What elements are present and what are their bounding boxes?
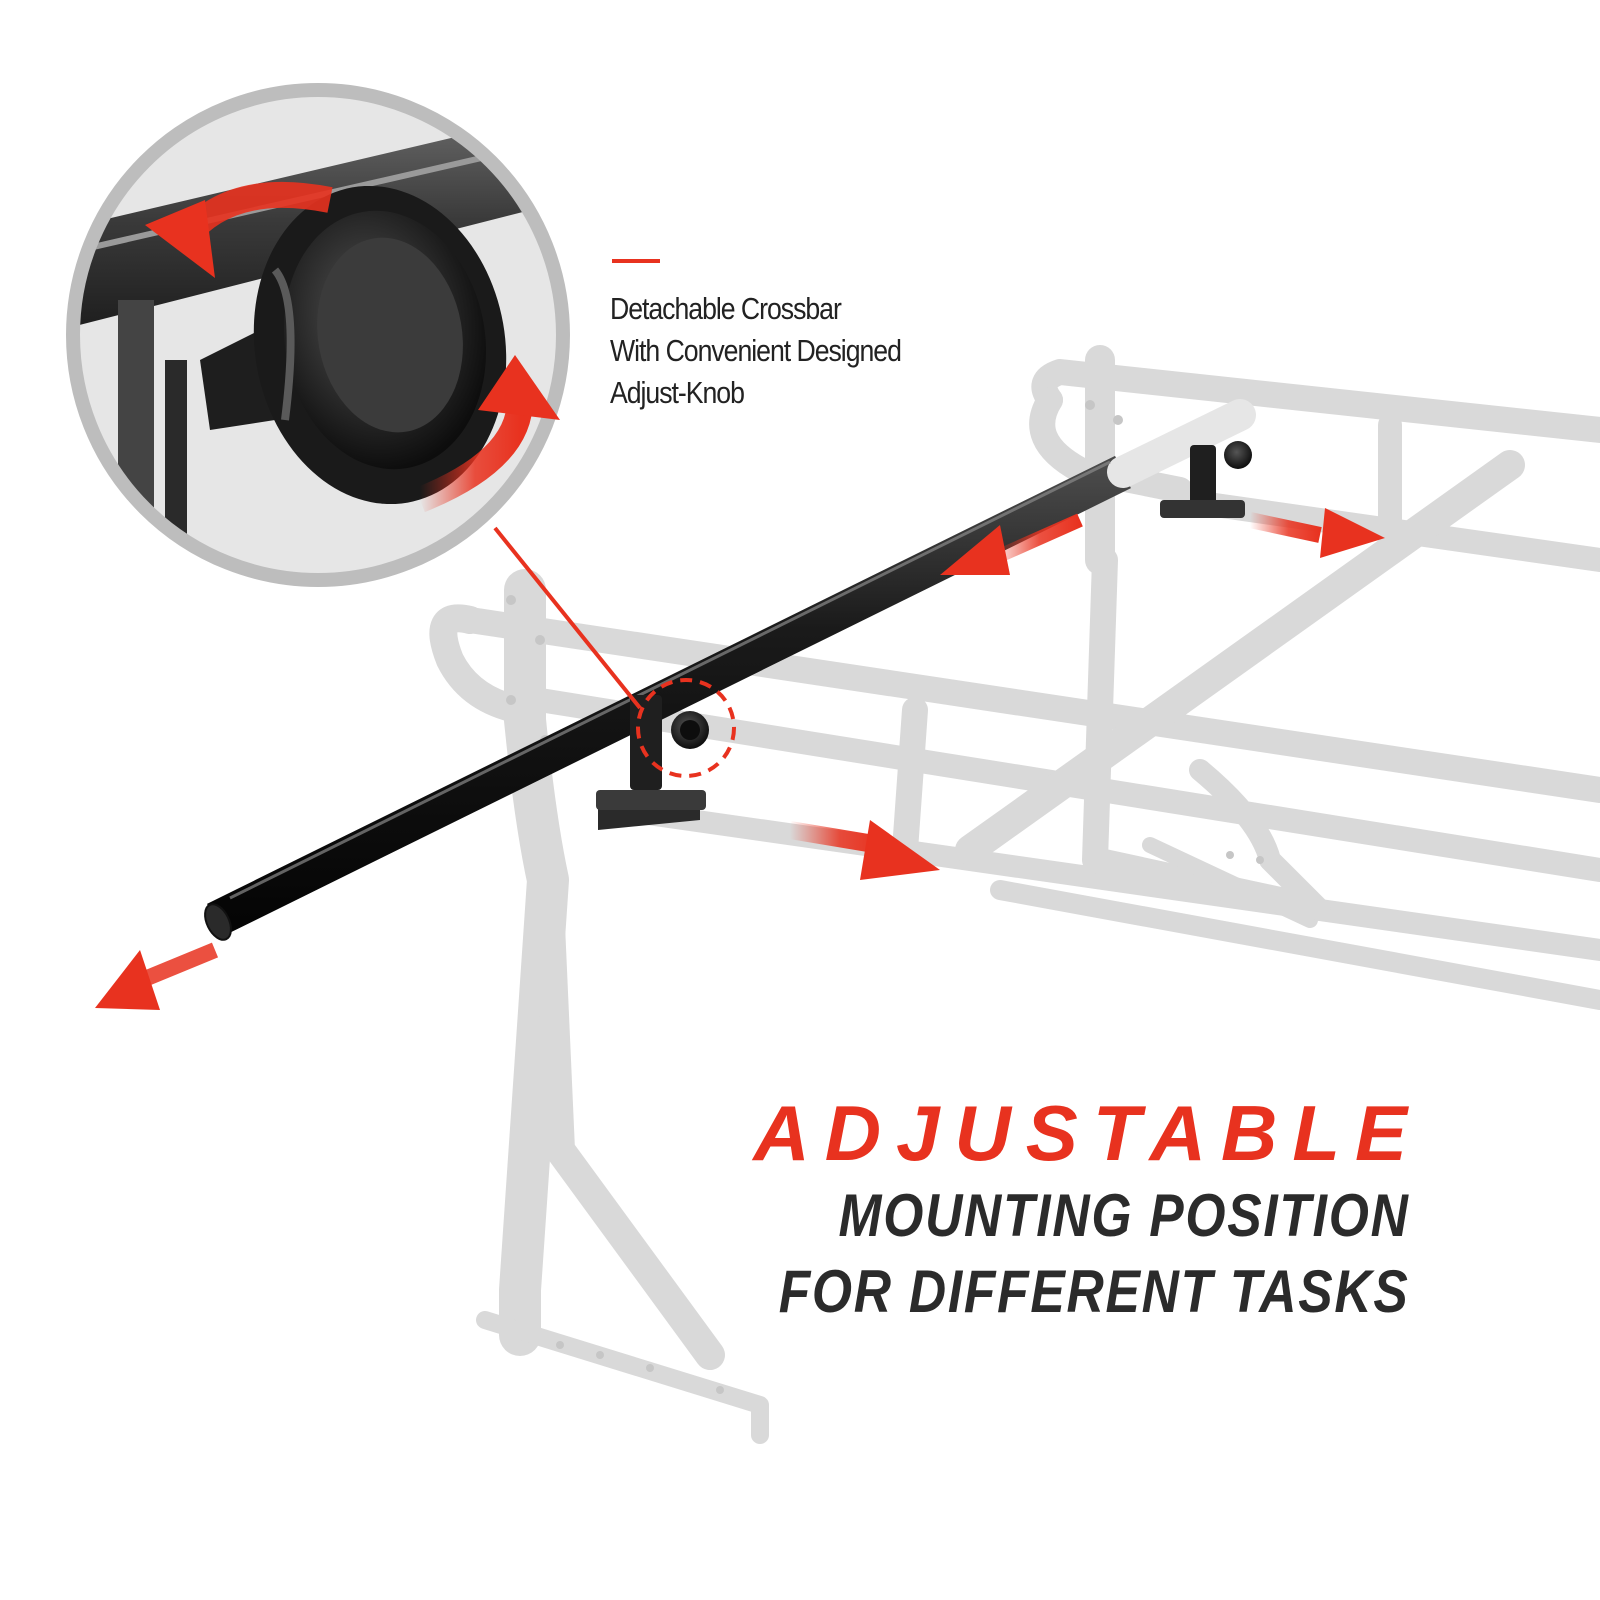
red-curved-arrows (145, 181, 560, 513)
headline-sub-line: MOUNTING POSITION (838, 1182, 1410, 1249)
truck-rack (429, 345, 1600, 1444)
headline: ADJUSTABLE MOUNTING POSITION FOR DIFFERE… (676, 1088, 1410, 1330)
zoom-detail (66, 83, 642, 710)
headline-sub-line: FOR DIFFERENT TASKS (779, 1258, 1410, 1325)
callout-accent-bar (612, 259, 660, 263)
red-direction-arrows (95, 508, 1385, 1010)
callout-line: With Convenient Designed (610, 333, 902, 368)
knob-highlight-ring (636, 678, 736, 778)
rear-clamp (1160, 441, 1252, 518)
crossbar (204, 399, 1256, 941)
headline-main: ADJUSTABLE (753, 1089, 1422, 1177)
callout-text: Detachable Crossbar With Convenient Desi… (610, 288, 937, 414)
callout-line: Adjust-Knob (610, 375, 745, 410)
callout-line: Detachable Crossbar (610, 291, 842, 326)
